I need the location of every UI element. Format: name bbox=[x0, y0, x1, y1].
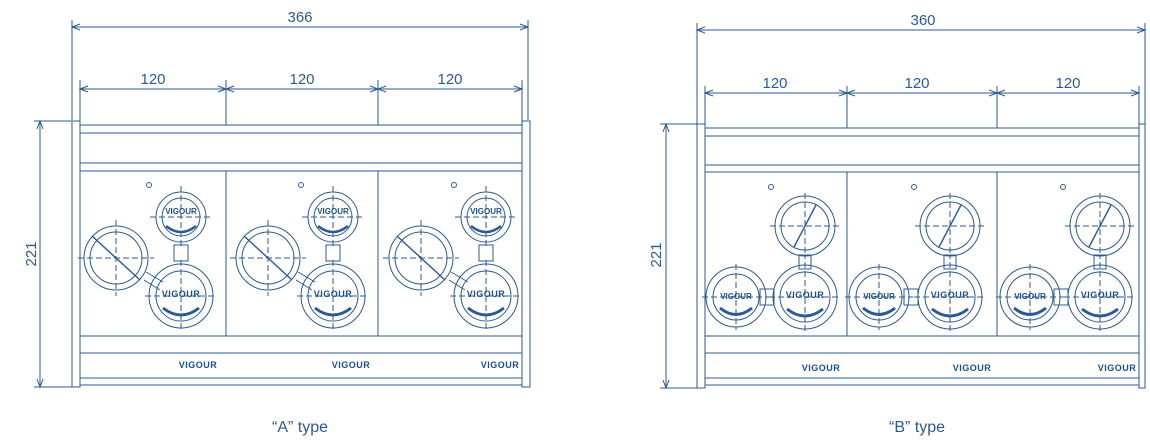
view-b-module-2: VIGOUR VIGOUR bbox=[845, 184, 986, 332]
view-a-pressure-gauge-3 bbox=[383, 220, 469, 296]
view-a-regulator-3-lower: VIGOUR bbox=[450, 260, 522, 332]
view-b-pressure-gauge-2 bbox=[915, 193, 985, 259]
view-a-caption: “A” type bbox=[272, 419, 328, 436]
view-b-module-3: VIGOUR VIGOUR bbox=[996, 184, 1136, 332]
view-a-overall-dimension bbox=[70, 20, 530, 120]
view-a-module-1: VIGOUR VIGOUR bbox=[78, 182, 217, 332]
view-b-pressure-gauge-1 bbox=[770, 193, 840, 259]
view-b-overall-dimension bbox=[695, 23, 1147, 125]
view-b-bottom-label-3: VIGOUR bbox=[1098, 363, 1137, 373]
view-a-regulator-2-lower: VIGOUR bbox=[297, 260, 369, 332]
view-a-height-label: 221 bbox=[23, 241, 40, 266]
svg-text:VIGOUR: VIGOUR bbox=[467, 289, 506, 299]
view-b-caption: “B” type bbox=[889, 419, 945, 436]
view-b-module-dimensions bbox=[703, 86, 1141, 128]
svg-text:VIGOUR: VIGOUR bbox=[314, 289, 353, 299]
svg-text:VIGOUR: VIGOUR bbox=[470, 207, 502, 216]
view-b-module-width-1: 120 bbox=[762, 75, 787, 92]
view-a-bottom-label-1: VIGOUR bbox=[179, 360, 218, 370]
view-a-cabinet bbox=[71, 120, 531, 388]
view-a-module-dimensions bbox=[78, 80, 524, 125]
view-a-module-3: VIGOUR VIGOUR bbox=[383, 182, 522, 332]
svg-text:VIGOUR: VIGOUR bbox=[317, 207, 349, 216]
view-a-pressure-gauge-2 bbox=[230, 220, 316, 296]
view-a-type: 366 120 120 120 221 bbox=[23, 9, 531, 389]
svg-text:VIGOUR: VIGOUR bbox=[863, 292, 895, 301]
view-b-pressure-gauge-3 bbox=[1065, 193, 1135, 259]
view-b-type: 360 120 120 120 221 bbox=[648, 12, 1147, 390]
svg-text:VIGOUR: VIGOUR bbox=[786, 290, 825, 300]
svg-text:VIGOUR: VIGOUR bbox=[1081, 290, 1120, 300]
view-b-module-width-3: 120 bbox=[1055, 75, 1080, 92]
view-b-regulator-2-side: VIGOUR bbox=[845, 264, 913, 330]
view-b-bottom-label-1: VIGOUR bbox=[802, 363, 841, 373]
view-b-module-1: VIGOUR VIGOUR bbox=[702, 184, 841, 332]
view-b-height-label: 221 bbox=[648, 242, 665, 267]
view-b-regulator-1-side: VIGOUR bbox=[702, 264, 770, 330]
svg-text:VIGOUR: VIGOUR bbox=[931, 290, 970, 300]
view-a-pressure-gauge-1 bbox=[78, 220, 164, 296]
view-b-regulator-2-main: VIGOUR bbox=[914, 262, 986, 332]
svg-text:VIGOUR: VIGOUR bbox=[1014, 292, 1046, 301]
view-b-regulator-3-main: VIGOUR bbox=[1064, 262, 1136, 332]
view-b-cabinet bbox=[696, 123, 1146, 389]
svg-text:VIGOUR: VIGOUR bbox=[720, 292, 752, 301]
view-a-regulator-3-upper: VIGOUR bbox=[455, 186, 517, 248]
view-a-overall-width-label: 366 bbox=[287, 9, 312, 26]
svg-text:VIGOUR: VIGOUR bbox=[162, 289, 201, 299]
view-a-regulator-2-upper: VIGOUR bbox=[302, 186, 364, 248]
view-a-module-width-1: 120 bbox=[140, 71, 165, 88]
view-a-bottom-label-3: VIGOUR bbox=[481, 360, 520, 370]
view-a-module-width-3: 120 bbox=[437, 71, 462, 88]
svg-text:VIGOUR: VIGOUR bbox=[165, 207, 197, 216]
view-a-module-width-2: 120 bbox=[289, 71, 314, 88]
view-b-module-width-2: 120 bbox=[904, 75, 929, 92]
view-a-regulator-1-lower: VIGOUR bbox=[145, 260, 217, 332]
view-a-module-2: VIGOUR VIGOUR bbox=[230, 182, 369, 332]
view-b-bottom-label-2: VIGOUR bbox=[953, 363, 992, 373]
view-b-regulator-3-side: VIGOUR bbox=[996, 264, 1064, 330]
view-a-bottom-label-2: VIGOUR bbox=[332, 360, 371, 370]
view-b-regulator-1-main: VIGOUR bbox=[769, 262, 841, 332]
view-a-regulator-1-upper: VIGOUR bbox=[150, 186, 212, 248]
view-b-overall-width-label: 360 bbox=[910, 12, 935, 29]
view-a-height-dimension bbox=[34, 119, 72, 389]
view-b-height-dimension bbox=[660, 122, 697, 390]
